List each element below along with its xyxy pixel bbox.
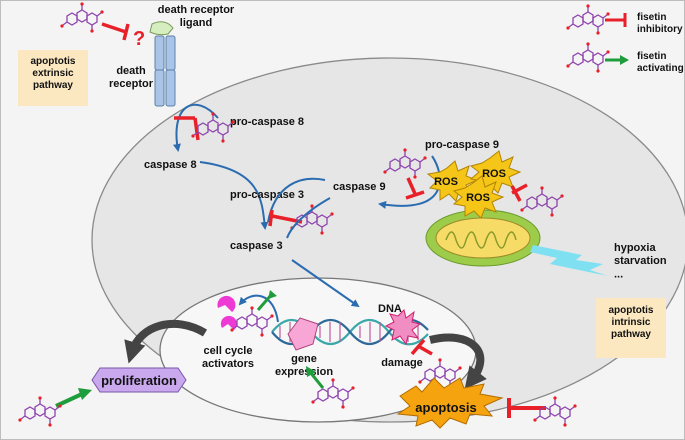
apoptosis-burst — [396, 377, 504, 429]
death-receptor-shape — [154, 35, 176, 107]
cell-cycle-activator-shape — [217, 295, 236, 312]
caspase9-label: caspase 9 — [333, 181, 386, 193]
pro-caspase3-label: pro-caspase 3 — [230, 189, 304, 201]
caspase8-to-caspase3-arrow — [199, 161, 269, 230]
mitochondrion — [425, 209, 541, 267]
dna-damage-burst — [384, 309, 422, 346]
damage-label: damage — [381, 357, 423, 369]
extrinsic-pathway-box — [18, 50, 88, 106]
intrinsic-pathway-box — [596, 298, 666, 358]
death-receptor-ligand-shape — [149, 21, 174, 36]
pro-caspase9-arrow — [378, 155, 441, 209]
fisetin-molecule-icon — [565, 41, 611, 74]
activators-to-proliferation-arrow — [124, 320, 208, 364]
fisetin-molecule-icon — [532, 395, 578, 428]
caspase9-to-caspase3-arrow — [286, 197, 331, 239]
apoptosis-label: apoptosis — [415, 400, 476, 415]
damage-to-apoptosis-arrow — [429, 333, 487, 390]
proliferation-label: proliferation — [101, 373, 177, 388]
proliferation-shape — [91, 367, 187, 393]
fisetin-molecule-icon — [59, 1, 105, 34]
ros-label-2: ROS — [482, 168, 506, 180]
caspase3-label: caspase 3 — [230, 240, 283, 252]
ros-label-1: ROS — [434, 176, 458, 188]
cell-cycle-activator-shape — [220, 315, 237, 330]
gene-expression-protein-shape — [287, 317, 319, 351]
gene-to-activators-arrow — [238, 294, 279, 323]
pro-caspase8-arrow — [173, 103, 219, 152]
stress-lightning-icon — [530, 245, 608, 276]
ros-label-3: ROS — [466, 192, 490, 204]
dna-label: DNA — [378, 303, 402, 315]
ros-burst: ROS — [452, 175, 505, 219]
fisetin-molecule-icon — [17, 395, 63, 428]
pro-caspase8-label: pro-caspase 8 — [230, 116, 304, 128]
unknown-effect-mark: ? — [133, 28, 145, 50]
fisetin-molecule-icon — [565, 3, 611, 36]
pro-caspase9-label: pro-caspase 9 — [425, 139, 499, 151]
caspase3-to-dna-arrow — [291, 259, 360, 308]
caspase8-label: caspase 8 — [144, 159, 197, 171]
